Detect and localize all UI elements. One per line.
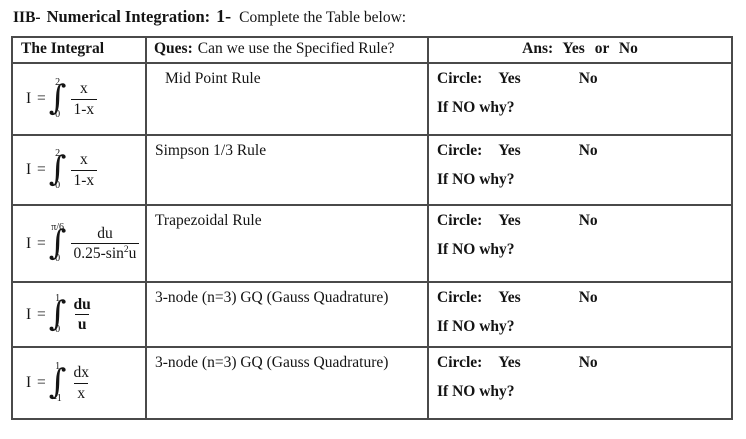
no-option: No <box>578 70 598 87</box>
table-row: I = 2 ∫ 0 x 1-x Mid Point Rule Circle: Y… <box>11 62 733 136</box>
integral-icon: ∫ <box>48 78 67 119</box>
yes-option: Yes <box>498 289 521 306</box>
fraction: du 0.25-sin2u <box>70 224 140 262</box>
integral-lead: I = <box>26 305 47 323</box>
numerator: x <box>79 80 88 97</box>
followup-question: If NO why? <box>437 171 515 188</box>
yes-option: Yes <box>498 142 521 159</box>
yes-option: Yes <box>498 70 521 87</box>
upper-limit: 2 <box>55 148 61 160</box>
followup-question: If NO why? <box>437 241 515 258</box>
circle-label: Circle: <box>437 289 483 306</box>
answer-cell: Circle: Yes No If NO why? <box>427 62 733 136</box>
header-cell-question: Ques:Can we use the Specified Rule? <box>145 36 429 64</box>
denominator: u <box>74 314 90 333</box>
question-text: Can we use the Specified Rule? <box>197 40 395 57</box>
numerator: du <box>97 224 113 242</box>
denominator: 1-x <box>70 98 98 118</box>
integral-lead: I = <box>26 161 47 179</box>
table-row: I = 1 ∫ -1 dx x 3-node (n=3) GQ (Gauss Q… <box>11 346 733 420</box>
denominator: x <box>74 382 89 402</box>
table-header-row: The Integral Ques:Can we use the Specifi… <box>11 36 733 64</box>
upper-limit: 1 <box>55 361 61 373</box>
title-instruction: Complete the Table below: <box>239 9 407 26</box>
followup-question: If NO why? <box>437 318 515 335</box>
integration-table: The Integral Ques:Can we use the Specifi… <box>11 36 733 420</box>
integral-formula: I = 2 ∫ 0 x 1-x <box>11 62 147 136</box>
integral-sign: 2 ∫ 0 <box>49 78 67 119</box>
integral-icon: ∫ <box>48 293 67 334</box>
integral-formula: I = π/6 ∫ 0 du 0.25-sin2u <box>11 204 147 283</box>
lower-limit: -1 <box>53 392 62 404</box>
rule-text: 3-node (n=3) GQ (Gauss Quadrature) <box>145 346 429 420</box>
upper-limit: 1 <box>55 292 61 304</box>
title-heading: Numerical Integration: <box>46 7 211 26</box>
no-option: No <box>578 142 598 159</box>
integral-formula: I = 2 ∫ 0 x 1-x <box>11 134 147 206</box>
circle-label: Circle: <box>437 354 483 371</box>
rule-text: Simpson 1/3 Rule <box>145 134 429 206</box>
denominator: 0.25-sin2u <box>70 243 140 262</box>
rule-text: Mid Point Rule <box>145 62 429 136</box>
fraction: x 1-x <box>70 151 98 189</box>
circle-label: Circle: <box>437 212 483 229</box>
upper-limit: 2 <box>55 77 61 89</box>
denominator-pre: 0.25-sin <box>73 245 124 262</box>
integral-sign: 1 ∫ -1 <box>49 362 67 403</box>
fraction: dx x <box>71 365 93 401</box>
numerator: du <box>73 295 91 313</box>
integral-icon: ∫ <box>48 149 67 190</box>
header-cell-answer: Ans: Yes or No <box>427 36 733 64</box>
numerator: dx <box>73 364 90 381</box>
denominator-tail: u <box>128 245 137 262</box>
answer-cell: Circle: Yes No If NO why? <box>427 346 733 420</box>
integral-icon: ∫ <box>48 362 67 403</box>
no-option: No <box>578 354 598 371</box>
page-title: IIB- Numerical Integration: 1- Complete the… <box>13 6 406 27</box>
answer-cell: Circle: Yes No If NO why? <box>427 281 733 348</box>
integral-formula: I = 1 ∫ -1 dx x <box>11 346 147 420</box>
numerator: x <box>79 151 88 168</box>
answer-cell: Circle: Yes No If NO why? <box>427 134 733 206</box>
circle-label: Circle: <box>437 142 483 159</box>
integral-sign: 2 ∫ 0 <box>49 149 67 190</box>
integral-lead: I = <box>26 234 47 252</box>
upper-limit: π/6 <box>51 221 65 233</box>
yes-option: Yes <box>498 354 521 371</box>
no-option: No <box>578 212 598 229</box>
table-row: I = π/6 ∫ 0 du 0.25-sin2u Trapezoidal Ru… <box>11 204 733 283</box>
integral-sign: 1 ∫ 0 <box>48 292 67 336</box>
integral-icon: ∫ <box>48 222 67 263</box>
integral-lead: I = <box>26 90 47 108</box>
denominator: 1-x <box>70 169 98 189</box>
yes-option: Yes <box>498 212 521 229</box>
denominator-exponent: 2 <box>123 244 129 255</box>
no-option: No <box>578 289 598 306</box>
table-row: I = 2 ∫ 0 x 1-x Simpson 1/3 Rule Circle:… <box>11 134 733 206</box>
lower-limit: 0 <box>55 253 61 265</box>
section-label: IIB- <box>13 9 41 26</box>
header-cell-integral: The Integral <box>11 36 147 64</box>
question-label: Ques: <box>154 40 193 57</box>
integral-lead: I = <box>26 374 47 392</box>
followup-question: If NO why? <box>437 383 515 400</box>
rule-text: Trapezoidal Rule <box>145 204 429 283</box>
fraction: du u <box>71 295 94 333</box>
lower-limit: 0 <box>55 179 61 191</box>
answer-cell: Circle: Yes No If NO why? <box>427 204 733 283</box>
followup-question: If NO why? <box>437 99 515 116</box>
integral-sign: π/6 ∫ 0 <box>48 221 67 265</box>
item-number: 1- <box>216 6 232 26</box>
lower-limit: 0 <box>55 108 61 120</box>
lower-limit: 0 <box>55 324 61 336</box>
rule-text: 3-node (n=3) GQ (Gauss Quadrature) <box>145 281 429 348</box>
table-row: I = 1 ∫ 0 du u 3-node (n=3) GQ (Gauss Qu… <box>11 281 733 348</box>
integral-formula: I = 1 ∫ 0 du u <box>11 281 147 348</box>
fraction: x 1-x <box>70 80 98 118</box>
circle-label: Circle: <box>437 70 483 87</box>
